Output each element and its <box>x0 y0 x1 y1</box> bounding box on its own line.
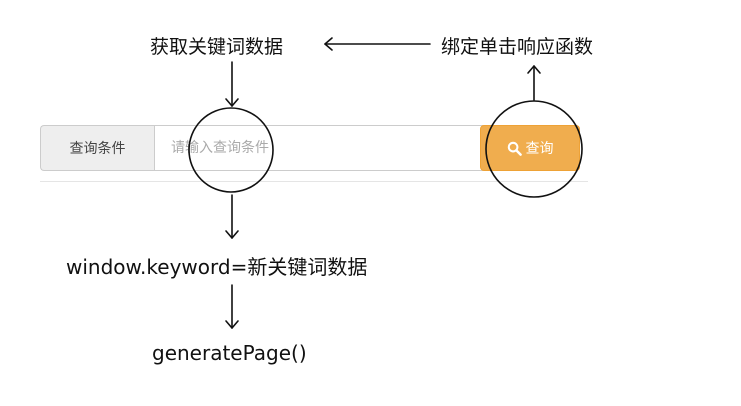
assign-keyword-label: window.keyword=新关键词数据 <box>66 255 368 279</box>
divider-line <box>40 181 588 182</box>
search-icon <box>507 141 522 156</box>
search-input[interactable] <box>154 125 488 171</box>
arrowhead-get-to-input <box>225 98 239 107</box>
search-input-group: 查询条件 <box>40 125 488 171</box>
query-button[interactable]: 查询 <box>480 125 580 171</box>
arrowhead-bind-to-get <box>324 37 333 51</box>
search-addon-label: 查询条件 <box>40 125 154 171</box>
query-button-label: 查询 <box>525 141 554 157</box>
generate-page-label: generatePage() <box>152 341 307 365</box>
bind-click-label: 绑定单击响应函数 <box>441 36 594 58</box>
get-keyword-label: 获取关键词数据 <box>150 36 284 58</box>
arrowhead-button-to-bind <box>527 65 541 74</box>
arrowhead-input-to-assign <box>225 230 239 239</box>
arrowhead-assign-to-generate <box>225 320 239 329</box>
